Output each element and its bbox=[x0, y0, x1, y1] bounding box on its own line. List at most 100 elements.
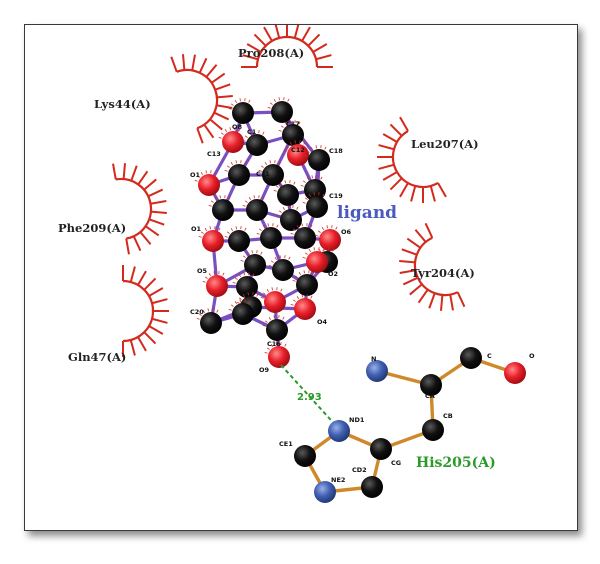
atom-label-o6: O6 bbox=[341, 228, 352, 236]
exposure-tick bbox=[284, 122, 287, 126]
exposure-tick bbox=[224, 235, 228, 238]
exposure-tick bbox=[226, 231, 230, 234]
exposure-tick bbox=[284, 343, 287, 347]
exposure-tick bbox=[278, 210, 282, 213]
arc-spoke bbox=[191, 54, 196, 71]
exposure-tick bbox=[214, 171, 217, 175]
exposure-tick bbox=[262, 196, 265, 200]
exposure-tick bbox=[268, 317, 271, 321]
residue-label-gln47: Gln47(A) bbox=[68, 350, 126, 364]
arc-spoke bbox=[428, 292, 436, 309]
arc-spoke bbox=[139, 231, 152, 245]
exposure-tick bbox=[248, 300, 251, 304]
arc-spoke bbox=[253, 33, 267, 47]
oxygen-atom bbox=[222, 131, 244, 153]
his205-atom-c bbox=[460, 347, 482, 369]
exposure-tick bbox=[205, 170, 207, 174]
exposure-tick bbox=[232, 281, 236, 284]
arc-spoke bbox=[150, 210, 167, 215]
atom-label-ne2: NE2 bbox=[331, 476, 345, 484]
oxygen-atom bbox=[206, 275, 228, 297]
arc-spoke bbox=[399, 116, 409, 132]
arc-spoke bbox=[437, 182, 447, 198]
exposure-tick bbox=[242, 204, 246, 207]
arc-spoke bbox=[429, 185, 436, 202]
oxygen-atom bbox=[287, 144, 309, 166]
exposure-tick bbox=[252, 273, 255, 277]
arc-spoke bbox=[170, 56, 178, 73]
exposure-tick bbox=[235, 226, 237, 230]
carbon-atom bbox=[271, 101, 293, 123]
exposure-tick bbox=[317, 230, 321, 233]
arc-curve bbox=[176, 68, 219, 130]
his205-atom-cb bbox=[422, 419, 444, 441]
exposure-tick bbox=[326, 225, 328, 229]
atom-label-c11: C11 bbox=[256, 170, 270, 178]
carbon-atom bbox=[272, 259, 294, 281]
oxygen-atom bbox=[306, 251, 328, 273]
arc-spoke bbox=[293, 25, 300, 39]
exposure-tick bbox=[320, 176, 323, 180]
arc-spoke bbox=[209, 118, 223, 131]
exposure-tick bbox=[301, 294, 303, 298]
exposure-tick bbox=[262, 324, 266, 327]
carbon-atom bbox=[280, 209, 302, 231]
exposure-tick bbox=[258, 228, 262, 231]
exposure-tick bbox=[324, 146, 327, 150]
carbon-atom bbox=[266, 319, 288, 341]
exposure-tick bbox=[218, 227, 221, 231]
oxygen-atom bbox=[202, 230, 224, 252]
exposure-tick bbox=[279, 182, 282, 186]
his205-atom-o bbox=[504, 362, 526, 384]
carbon-atom bbox=[308, 149, 330, 171]
exposure-tick bbox=[278, 161, 281, 165]
oxygen-atom bbox=[198, 174, 220, 196]
exposure-tick bbox=[269, 102, 273, 105]
his205-atom-cd2 bbox=[361, 476, 383, 498]
arc-spoke bbox=[143, 331, 157, 345]
atom-label-o2: O2 bbox=[328, 270, 338, 278]
exposure-tick bbox=[285, 145, 289, 148]
exposure-tick bbox=[243, 272, 245, 276]
arc-spoke bbox=[378, 163, 395, 170]
exposure-tick bbox=[234, 277, 238, 280]
exposure-tick bbox=[335, 226, 338, 230]
exposure-tick bbox=[244, 161, 247, 165]
exposure-tick bbox=[246, 252, 249, 256]
tyr204-arc bbox=[399, 222, 466, 311]
arc-curve bbox=[391, 130, 439, 189]
arc-spoke bbox=[145, 225, 160, 237]
gln47-arc bbox=[122, 265, 169, 357]
exposure-tick bbox=[282, 316, 285, 320]
arc-spoke bbox=[203, 124, 215, 139]
exposure-tick bbox=[198, 313, 202, 316]
arc-curve bbox=[115, 177, 153, 240]
arc-spoke bbox=[399, 182, 409, 198]
exposure-tick bbox=[230, 103, 234, 106]
exposure-tick bbox=[210, 200, 214, 203]
arc-spoke bbox=[274, 25, 281, 39]
exposure-tick bbox=[209, 226, 211, 230]
exposure-tick bbox=[280, 125, 284, 128]
arc-spoke bbox=[125, 238, 130, 255]
atom-label-o: O bbox=[529, 352, 535, 360]
exposure-tick bbox=[318, 249, 321, 253]
atom-label-o5: O5 bbox=[197, 267, 208, 275]
residue-label-tyr204: Tyr204(A) bbox=[411, 266, 475, 280]
atom-label-c1: C1 bbox=[247, 128, 257, 136]
exposure-tick bbox=[271, 287, 273, 291]
atom-label-o1: O1 bbox=[190, 171, 201, 179]
exposure-tick bbox=[202, 310, 205, 314]
arc-spoke bbox=[148, 325, 164, 335]
arc-spoke bbox=[263, 26, 273, 42]
arc-spoke bbox=[424, 222, 434, 239]
arc-spoke bbox=[150, 200, 167, 205]
exposure-tick bbox=[260, 165, 264, 168]
exposure-tick bbox=[288, 256, 291, 260]
ligand-atoms bbox=[194, 97, 341, 368]
exposure-tick bbox=[260, 296, 264, 299]
residue-label-pro208: Pro208(A) bbox=[238, 46, 304, 60]
exposure-tick bbox=[251, 250, 253, 254]
atom-label-c19: C19 bbox=[329, 192, 343, 200]
arc-spoke bbox=[137, 170, 149, 185]
